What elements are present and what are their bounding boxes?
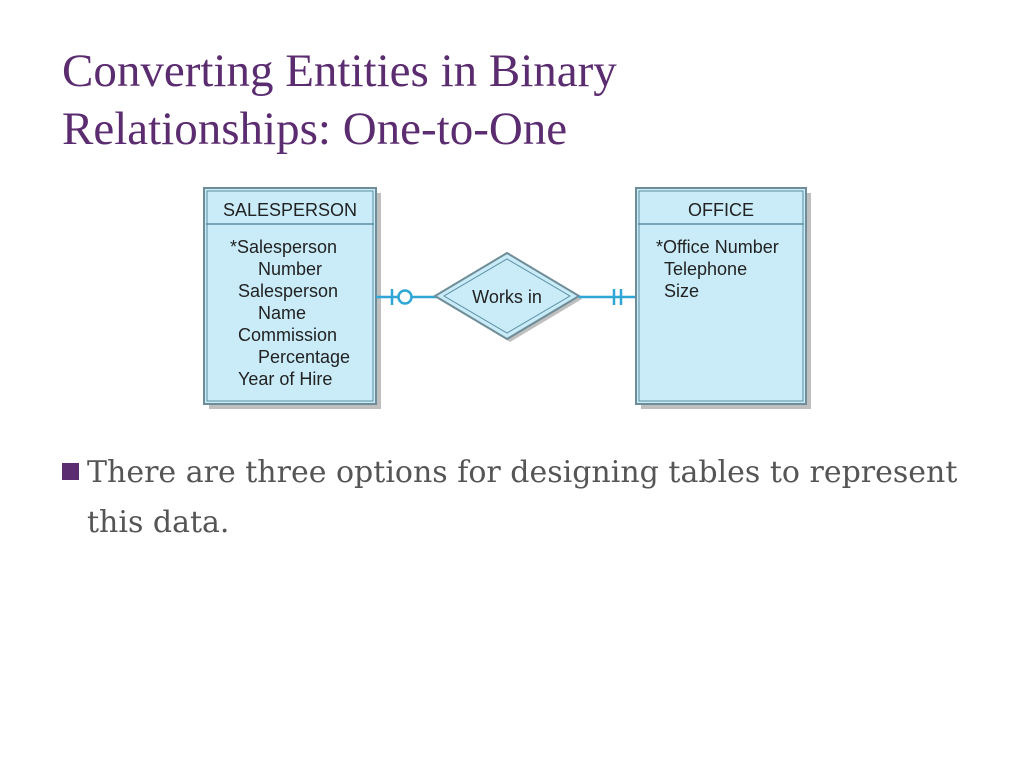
connector-left (376, 289, 440, 305)
bullet-marker (62, 463, 79, 480)
attribute-1: *Salesperson (230, 237, 337, 257)
connector-right (579, 289, 636, 305)
slide-title: Converting Entities in Binary Relationsh… (62, 42, 962, 158)
relationship-works-in: Works in (433, 251, 582, 342)
attribute-7: Year of Hire (238, 369, 332, 389)
cardinality-zero-circle (397, 289, 413, 305)
attribute-6: Percentage (258, 347, 350, 367)
entity-inner-border (638, 190, 804, 402)
attribute-1: *Office Number (656, 237, 779, 257)
entity-box (635, 187, 807, 405)
attribute-4: Name (258, 303, 306, 323)
attribute-3: Size (664, 281, 699, 301)
title-line-1: Converting Entities in Binary (62, 45, 617, 97)
title-line-2: Relationships: One-to-One (62, 103, 568, 155)
attribute-3: Salesperson (238, 281, 338, 301)
entity-inner-border (206, 190, 374, 402)
relationship-label: Works in (472, 287, 542, 307)
bullet-text: There are three options for designing ta… (87, 455, 958, 540)
entity-name: SALESPERSON (223, 200, 357, 220)
entity-salesperson: SALESPERSON *Salesperson Number Salesper… (203, 187, 381, 409)
entity-name: OFFICE (688, 200, 754, 220)
attribute-2: Number (258, 259, 322, 279)
relationship-inner-border (443, 258, 571, 334)
entity-office: OFFICE *Office Number Telephone Size (635, 187, 811, 409)
attribute-2: Telephone (664, 259, 747, 279)
relationship-diamond (433, 251, 581, 341)
attribute-5: Commission (238, 325, 337, 345)
